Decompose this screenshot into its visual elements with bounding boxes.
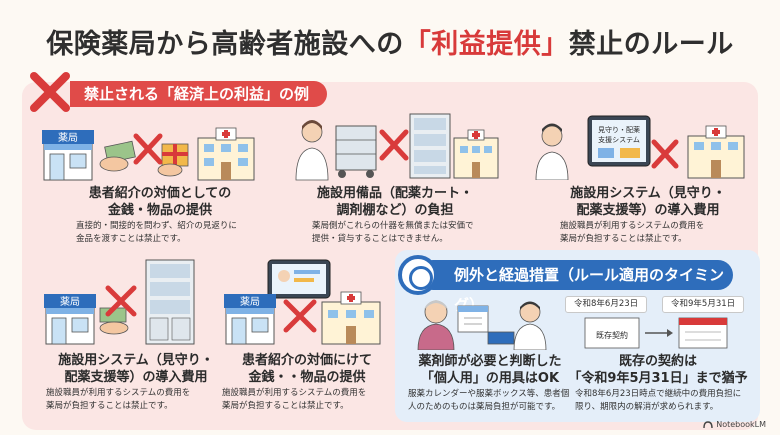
exception-right-title-line2: 「令和9年5月31日」まで猶予 (568, 371, 748, 386)
item-1-desc-line2: 金品を渡すことは禁止です。 (76, 234, 186, 244)
item-4-title-line1: 施設用システム（見守り・ (58, 353, 214, 368)
pharmacy-sign: 薬局 (58, 132, 78, 144)
pharmacy-gift-illustration: 薬局 (42, 127, 255, 181)
item-4-title-line2: 配薬支援等）の導入費用 (64, 370, 208, 385)
item-3-desc-line2: 薬局が負担することは禁止です。 (560, 234, 687, 244)
item-2-title: 施設用備品（配薬カート・ 調剤棚など）の負担 (300, 185, 490, 219)
brand-name: NotebookLM (716, 420, 766, 429)
item-4-desc: 施設職員が利用するシステムの費用を 薬局が負担することは禁止です。 (46, 387, 226, 413)
exception-right-title-line1: 既存の契約は (618, 354, 697, 369)
exception-heading: 例外と経過措置（ルール適用のタイミング） (418, 260, 733, 314)
exception-left-title-line1: 薬剤師が必要と判断した (418, 354, 562, 369)
item-3-title: 施設用システム（見守り・ 配薬支援等）の導入費用 (548, 185, 748, 219)
prohibited-heading: 禁止される「経済上の利益」の例 (70, 81, 328, 107)
exception-left-title-line2: 「個人用」の用具はOK (420, 371, 560, 386)
screen-text-line1: 見守り・配薬 (598, 125, 640, 134)
item-3-desc: 施設職員が利用するシステムの費用を 薬局が負担することは禁止です。 (560, 220, 750, 246)
item-1-desc: 直接的・間接的を問わず、紹介の見返りに 金品を渡すことは禁止です。 (76, 220, 266, 246)
item-5-title-line2: 金銭・・物品の提供 (248, 370, 366, 385)
item-2-desc-line2: 提供・貸与することはできません。 (312, 234, 448, 244)
item-3-title-line1: 施設用システム（見守り・ (570, 186, 726, 201)
title-suffix: 禁止のルール (568, 29, 734, 60)
exception-left-desc: 服薬カレンダーや服薬ボックス等、患者個 人のためのものは薬局負担が可能です。 (408, 388, 580, 414)
title-highlight: 「利益提供」 (403, 29, 569, 60)
pharmacy-shelf-illustration: 薬局 (44, 259, 195, 345)
exception-left-title: 薬剤師が必要と判断した 「個人用」の用具はOK (405, 353, 575, 387)
item-3-title-line2: 配薬支援等）の導入費用 (576, 203, 720, 218)
item-2-desc: 薬局側がこれらの什器を無償または安価で 提供・貸与することはできません。 (312, 220, 512, 246)
item-2-title-line2: 調剤棚など）の負担 (336, 203, 454, 218)
exception-right-desc-line2: 限り、期限内の解消が求められます。 (575, 402, 719, 412)
item-5-desc-line1: 施設職員が利用するシステムの費用を (222, 388, 367, 398)
prohibited-x-icon (30, 72, 70, 112)
pharmacy-sign: 薬局 (240, 296, 260, 308)
title-prefix: 保険薬局から高齢者施設への (46, 29, 404, 60)
date-tag-start: 令和8年6月23日 (565, 296, 648, 313)
item-5-desc: 施設職員が利用するシステムの費用を 薬局が負担することは禁止です。 (222, 387, 397, 413)
item-5-title: 患者紹介の対価にけて 金銭・・物品の提供 (212, 352, 402, 386)
item-1-desc-line1: 直接的・間接的を問わず、紹介の見返りに (76, 221, 237, 231)
equipment-illustration (295, 113, 499, 181)
pharmacy-sign: 薬局 (60, 296, 80, 308)
item-3-desc-line1: 施設職員が利用するシステムの費用を (560, 221, 705, 231)
page-title: 保険薬局から高齢者施設への「利益提供」禁止のルール (0, 22, 780, 61)
exception-left-desc-line2: 人のためのものは薬局負担が可能です。 (408, 402, 561, 412)
contract-calendar-illustration: 既存契約 (584, 317, 728, 349)
item-1-title: 患者紹介の対価としての 金銭・物品の提供 (60, 185, 260, 219)
item-2-title-line1: 施設用備品（配薬カート・ (316, 186, 473, 201)
item-4-desc-line1: 施設職員が利用するシステムの費用を (46, 388, 191, 398)
date-tag-end: 令和9年5月31日 (662, 296, 745, 313)
item-4-title: 施設用システム（見守り・ 配薬支援等）の導入費用 (46, 352, 226, 386)
item-1-title-line1: 患者紹介の対価としての (88, 186, 232, 201)
item-2-desc-line1: 薬局側がこれらの什器を無償または安価で (312, 221, 474, 231)
pharmacy-facility-illustration: 薬局 (224, 259, 381, 345)
item-4-desc-line2: 薬局が負担することは禁止です。 (46, 401, 173, 411)
notebooklm-icon (703, 420, 713, 428)
item-1-title-line2: 金銭・物品の提供 (107, 203, 212, 218)
screen-text-line2: 支援システム (598, 135, 640, 144)
system-illustration: 見守り・配薬 支援システム (535, 115, 745, 180)
item-5-desc-line2: 薬局が負担することは禁止です。 (222, 401, 349, 411)
personal-items-illustration (417, 300, 547, 350)
exception-left-desc-line1: 服薬カレンダーや服薬ボックス等、患者個 (408, 389, 570, 399)
contract-label: 既存契約 (596, 330, 628, 340)
item-5-title-line1: 患者紹介の対価にけて (241, 353, 372, 368)
exception-right-title: 既存の契約は 「令和9年5月31日」まで猶予 (568, 353, 748, 387)
clock-icon (398, 255, 438, 295)
exception-right-desc-line1: 令和8年6月23日時点で継続中の費用負担に (575, 389, 742, 399)
brand-logo: NotebookLM (703, 420, 766, 429)
exception-right-desc: 令和8年6月23日時点で継続中の費用負担に 限り、期限内の解消が求められます。 (575, 388, 755, 414)
